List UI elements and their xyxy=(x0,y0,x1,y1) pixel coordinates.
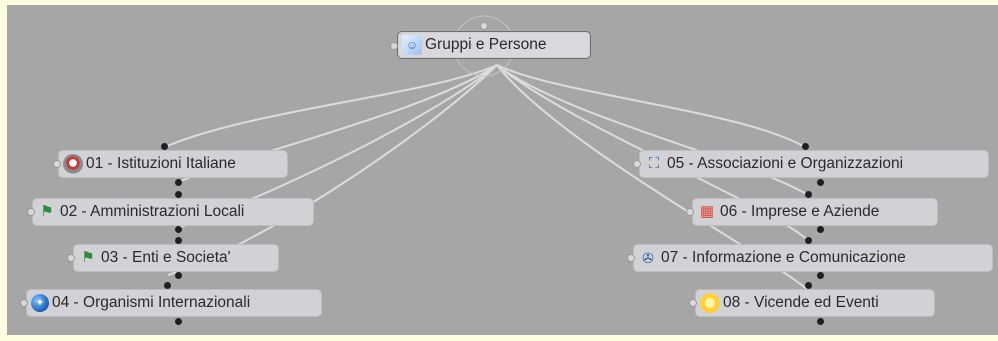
node-label: 02 - Amministrazioni Locali xyxy=(60,203,245,220)
map-flag-icon: ⚑ xyxy=(40,203,54,220)
root-node[interactable]: ☺ Gruppi e Persone xyxy=(397,31,591,59)
node-07-bottom-port[interactable] xyxy=(817,272,824,279)
node-informazione-e-comunicazione[interactable]: ✇ 07 - Informazione e Comunicazione xyxy=(633,244,993,272)
node-04-bottom-port[interactable] xyxy=(175,318,182,325)
node-04-top-port[interactable] xyxy=(164,282,171,289)
node-08-top-port[interactable] xyxy=(805,282,812,289)
node-02-left-port[interactable] xyxy=(27,208,35,216)
node-01-top-port[interactable] xyxy=(161,143,168,150)
node-label: 05 - Associazioni e Organizzazioni xyxy=(667,155,904,172)
node-01-left-port[interactable] xyxy=(53,160,61,168)
node-02-bottom-port[interactable] xyxy=(175,226,182,233)
antenna-icon: ✇ xyxy=(642,250,654,266)
link-root-to-01 xyxy=(164,64,498,148)
node-01-bottom-port[interactable] xyxy=(175,179,182,186)
node-06-left-port[interactable] xyxy=(686,208,694,216)
node-label: 03 - Enti e Societa' xyxy=(101,249,231,266)
node-06-bottom-port[interactable] xyxy=(817,226,824,233)
node-label: 06 - Imprese e Aziende xyxy=(720,203,880,220)
root-node-label: Gruppi e Persone xyxy=(425,36,547,53)
people-icon: ☺ xyxy=(402,35,422,55)
node-05-top-port[interactable] xyxy=(802,143,809,150)
association-icon: ⛶ xyxy=(648,155,660,172)
node-associazioni-e-organizzazioni[interactable]: ⛶ 05 - Associazioni e Organizzazioni xyxy=(639,150,989,178)
root-left-port[interactable] xyxy=(390,42,398,50)
node-06-top-port[interactable] xyxy=(805,191,812,198)
node-05-left-port[interactable] xyxy=(633,160,641,168)
node-amministrazioni-locali[interactable]: ⚑ 02 - Amministrazioni Locali xyxy=(32,198,314,226)
node-vicende-ed-eventi[interactable]: 08 - Vicende ed Eventi xyxy=(695,289,935,317)
node-label: 04 - Organismi Internazionali xyxy=(52,294,251,311)
node-08-bottom-port[interactable] xyxy=(817,318,824,325)
shop-icon: ▦ xyxy=(699,203,715,220)
link-root-to-05 xyxy=(496,64,806,148)
node-enti-e-societa[interactable]: ⚑ 03 - Enti e Societa' xyxy=(73,244,279,272)
sun-icon xyxy=(700,293,720,313)
node-05-bottom-port[interactable] xyxy=(817,179,824,186)
node-03-bottom-port[interactable] xyxy=(175,272,182,279)
node-03-left-port[interactable] xyxy=(67,254,75,262)
node-imprese-e-aziende[interactable]: ▦ 06 - Imprese e Aziende xyxy=(692,198,938,226)
node-08-left-port[interactable] xyxy=(689,299,697,307)
emblem-icon xyxy=(63,154,83,174)
root-top-port[interactable] xyxy=(480,22,488,30)
node-organismi-internazionali[interactable]: ✦ 04 - Organismi Internazionali xyxy=(26,289,322,317)
node-label: 08 - Vicende ed Eventi xyxy=(723,294,879,311)
link-root-to-06 xyxy=(496,64,809,196)
map-flag-icon: ⚑ xyxy=(81,249,95,266)
node-02-top-port[interactable] xyxy=(175,191,182,198)
node-istituzioni-italiane[interactable]: 01 - Istituzioni Italiane xyxy=(58,150,288,178)
node-04-left-port[interactable] xyxy=(20,299,28,307)
node-label: 01 - Istituzioni Italiane xyxy=(86,155,236,172)
node-03-top-port[interactable] xyxy=(175,237,182,244)
globe-icon: ✦ xyxy=(31,294,49,312)
node-07-top-port[interactable] xyxy=(805,237,812,244)
node-label: 07 - Informazione e Comunicazione xyxy=(661,249,906,266)
node-07-left-port[interactable] xyxy=(627,254,635,262)
